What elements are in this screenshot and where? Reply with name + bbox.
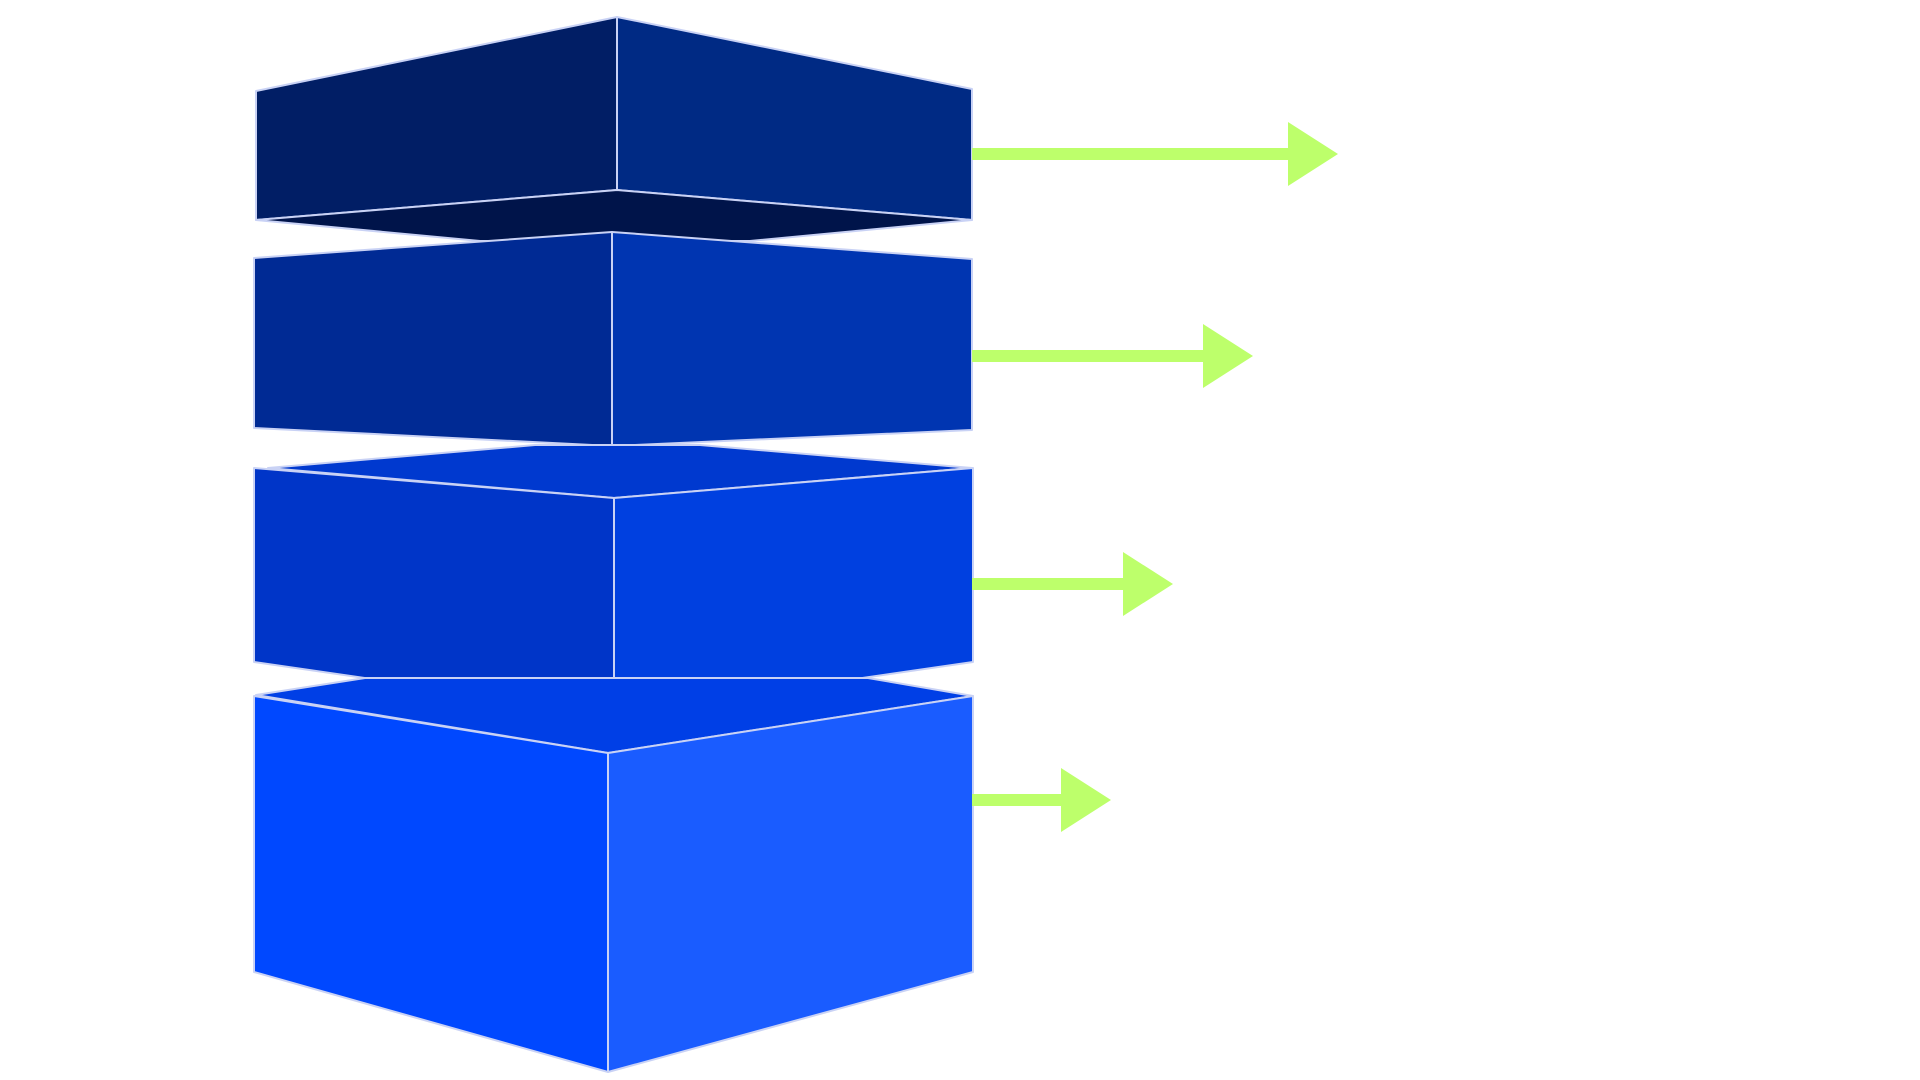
layer-4-right-face — [607, 695, 974, 1073]
layer-2-right-face — [611, 231, 973, 447]
layer-3-right-face — [613, 467, 974, 715]
layer-2-block — [253, 231, 973, 447]
layer-1-right-face — [616, 16, 973, 221]
arrow-2-head — [1203, 324, 1253, 388]
layer-1-left-face — [255, 16, 618, 221]
arrow-4-head — [1061, 768, 1111, 832]
layer-2-left-face — [253, 231, 613, 447]
layer-4-block — [253, 677, 974, 1073]
layer-1-bottom-face — [255, 189, 973, 242]
arrow-2 — [972, 324, 1253, 388]
arrow-3 — [972, 552, 1173, 616]
layer-3-block — [253, 444, 974, 715]
arrow-1 — [972, 122, 1338, 186]
layer-1-block — [255, 16, 973, 242]
arrow-3-head — [1123, 552, 1173, 616]
layer-4-left-face — [253, 695, 609, 1073]
arrow-1-head — [1288, 122, 1338, 186]
arrow-4 — [972, 768, 1111, 832]
